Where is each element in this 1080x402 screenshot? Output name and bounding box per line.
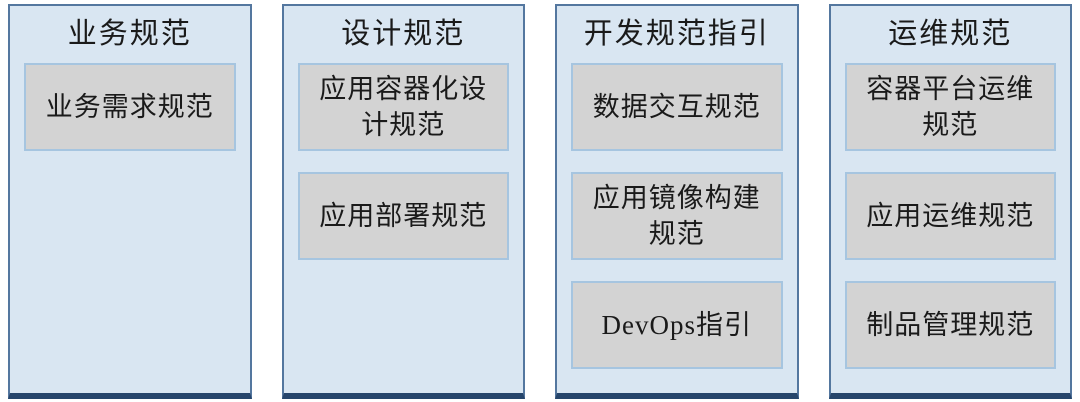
item-list-development: 数据交互规范 应用镜像构建规范 DevOps指引 xyxy=(557,54,797,369)
category-panel-development: 开发规范指引 数据交互规范 应用镜像构建规范 DevOps指引 xyxy=(555,4,799,399)
spec-item-image-build: 应用镜像构建规范 xyxy=(571,172,783,260)
item-list-business: 业务需求规范 xyxy=(10,54,250,151)
spec-item-devops-guide: DevOps指引 xyxy=(571,281,783,369)
spec-item-app-deployment: 应用部署规范 xyxy=(297,172,509,260)
spec-item-business-requirements: 业务需求规范 xyxy=(24,63,236,151)
category-title-operations: 运维规范 xyxy=(888,18,1013,50)
spec-item-containerization-design: 应用容器化设计规范 xyxy=(297,63,509,151)
spec-item-data-interaction: 数据交互规范 xyxy=(571,63,783,151)
category-panel-design: 设计规范 应用容器化设计规范 应用部署规范 xyxy=(281,4,525,399)
spec-item-platform-ops: 容器平台运维规范 xyxy=(844,63,1056,151)
category-title-business: 业务规范 xyxy=(67,18,192,50)
category-title-development: 开发规范指引 xyxy=(583,18,770,50)
spec-item-app-ops: 应用运维规范 xyxy=(844,172,1056,260)
spec-item-artifact-management: 制品管理规范 xyxy=(844,281,1056,369)
category-panel-operations: 运维规范 容器平台运维规范 应用运维规范 制品管理规范 xyxy=(828,4,1072,399)
item-list-operations: 容器平台运维规范 应用运维规范 制品管理规范 xyxy=(831,54,1071,369)
category-title-design: 设计规范 xyxy=(341,18,466,50)
item-list-design: 应用容器化设计规范 应用部署规范 xyxy=(284,54,524,260)
category-panel-business: 业务规范 业务需求规范 xyxy=(8,4,252,399)
